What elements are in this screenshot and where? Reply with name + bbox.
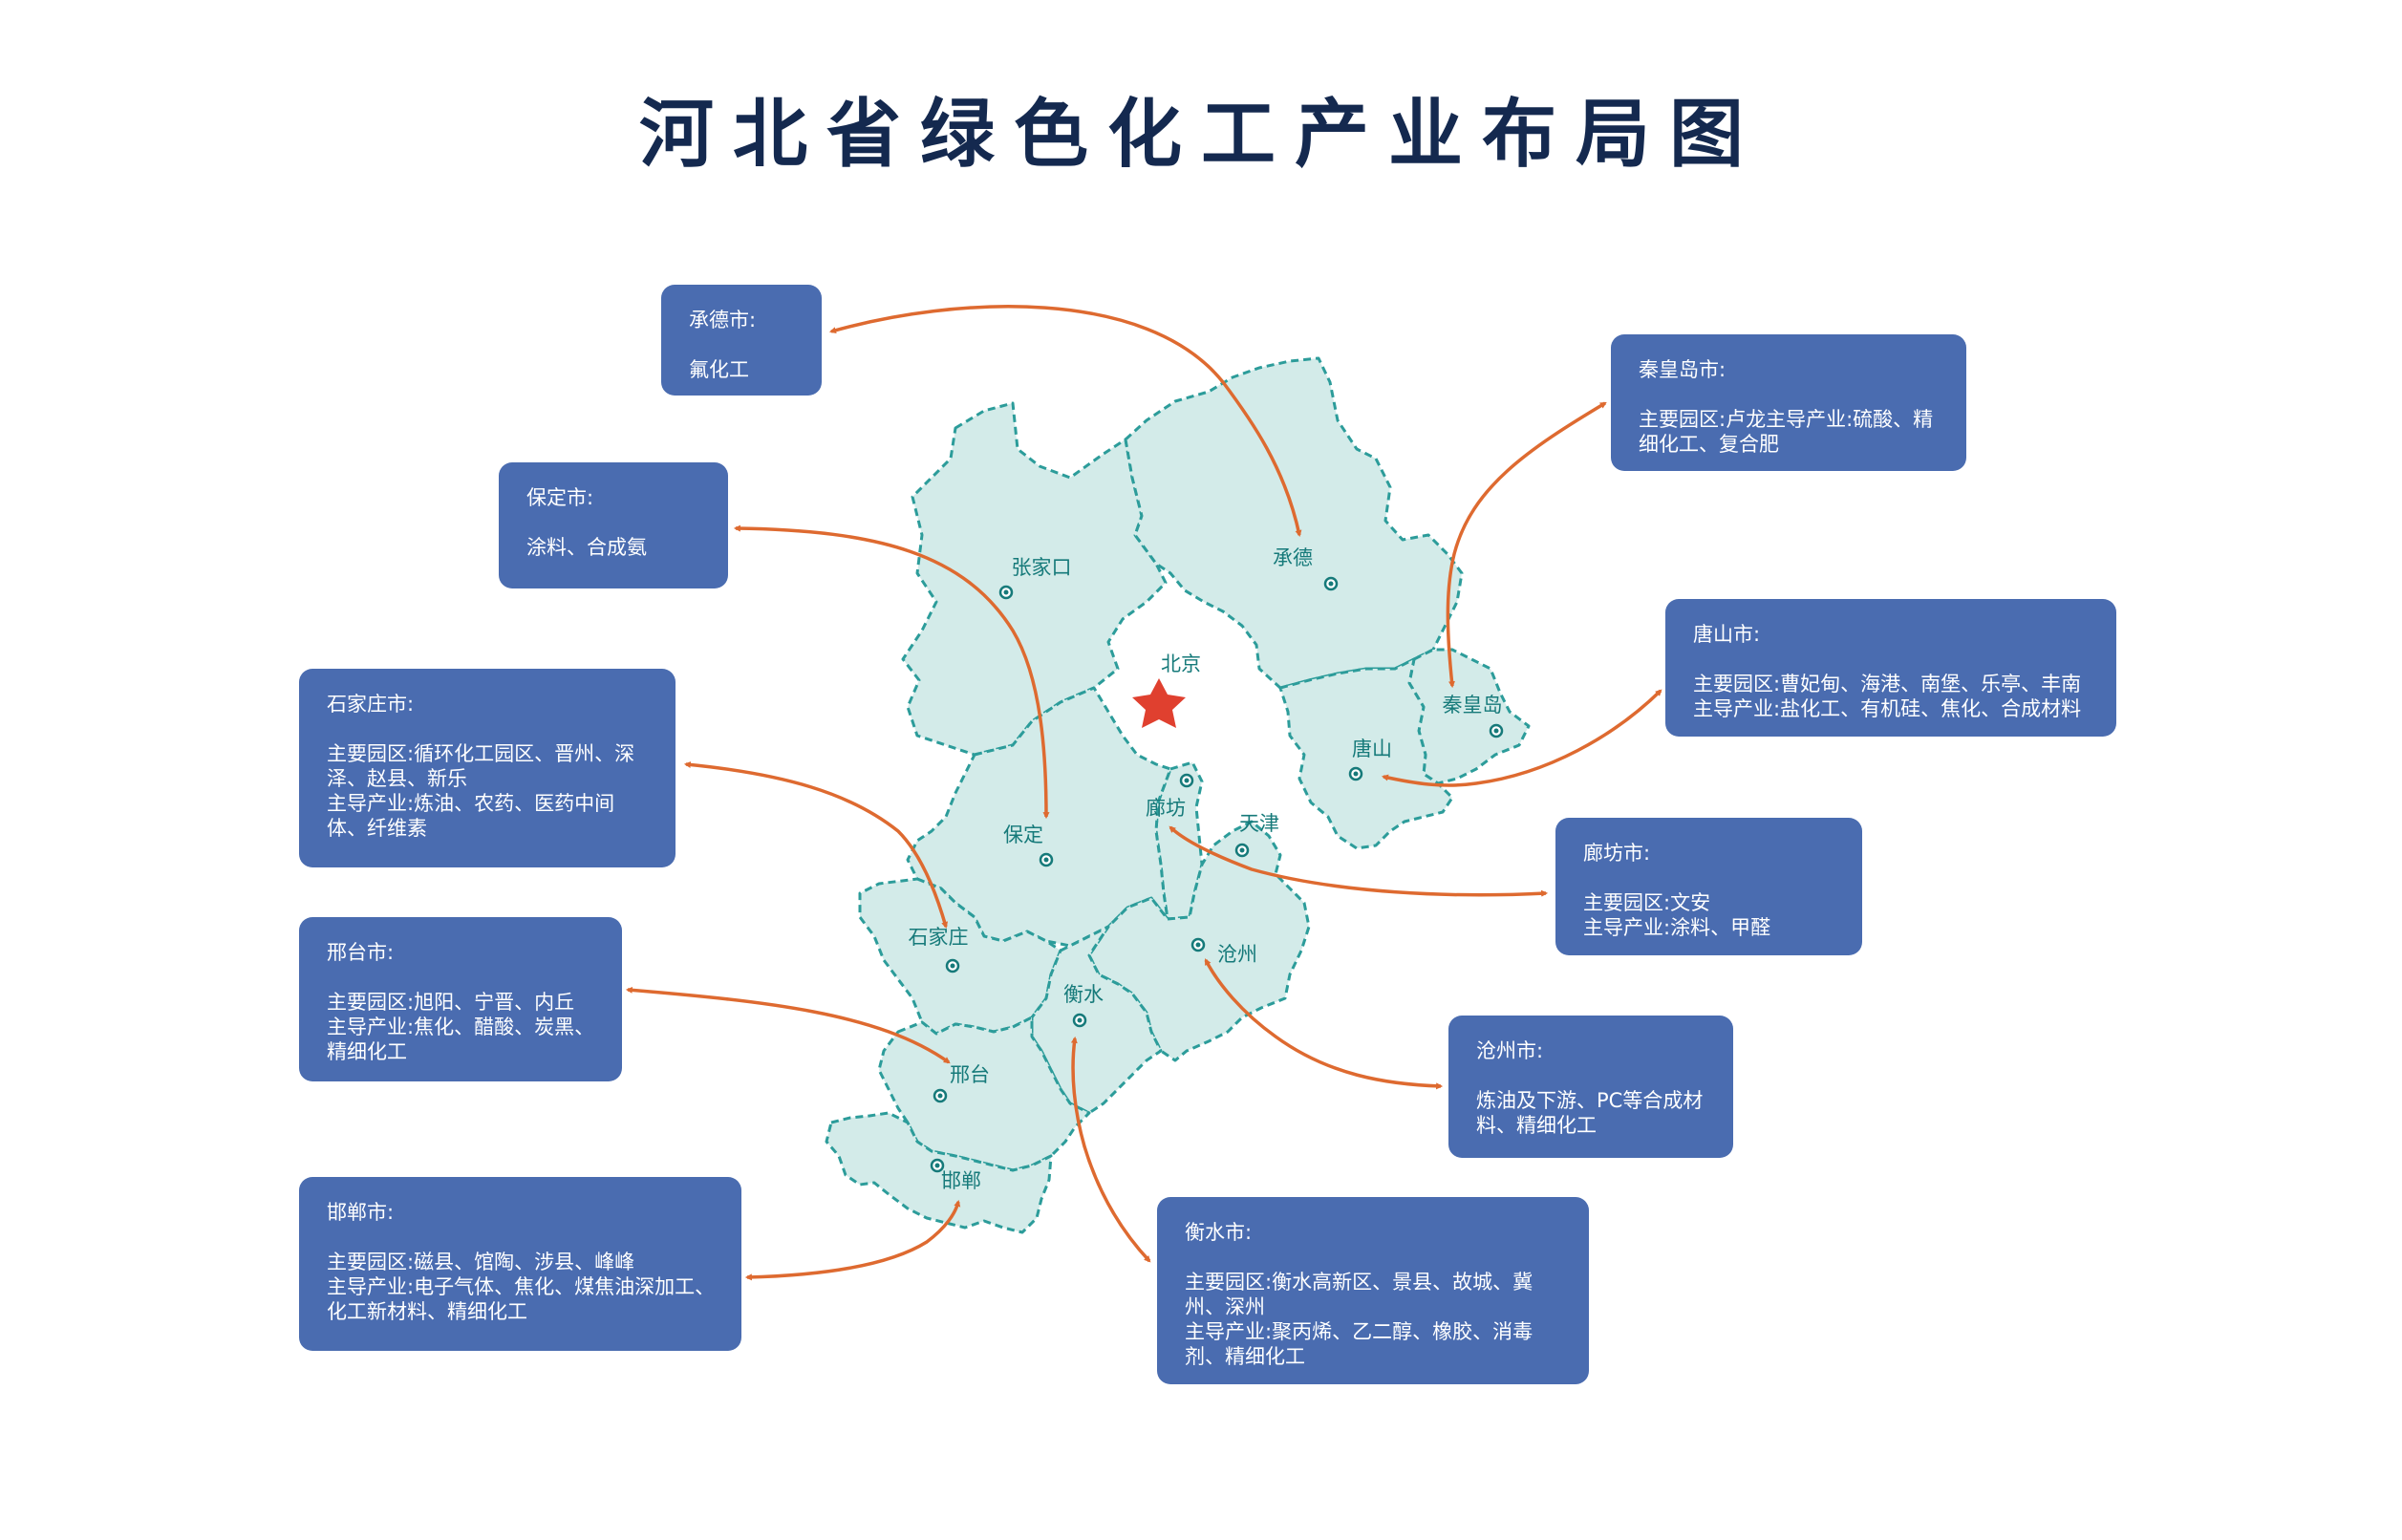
card-langfang-line-1: 主要园区:文安 (1583, 891, 1711, 914)
map-title: 河北省绿色化工产业布局图 (638, 91, 1763, 178)
label-tangshan: 唐山 (1352, 738, 1392, 760)
card-handan: 邯郸市: 主要园区:磁县、馆陶、涉县、峰峰 主导产业:电子气体、焦化、煤焦油深加… (299, 1177, 741, 1351)
region-qinhuangdao (1407, 648, 1531, 785)
label-tianjin: 天津 (1239, 812, 1279, 835)
arrow-cangzhou (1204, 958, 1444, 1090)
card-xingtai: 邢台市: 主要园区:旭阳、宁晋、内丘 主导产业:焦化、醋酸、炭黑、精细化工 (299, 917, 622, 1081)
card-shijiazhuang-line-1: 主要园区:循环化工园区、晋州、深泽、赵县、新乐 (327, 742, 635, 790)
region-chengde (1124, 356, 1464, 690)
label-shijiazhuang: 石家庄 (909, 926, 969, 949)
card-hengshui-line-1: 主要园区:衡水高新区、景县、故城、冀州、深州 (1185, 1271, 1533, 1318)
card-xingtai-title: 邢台市: (327, 941, 395, 964)
label-baoding: 保定 (1003, 823, 1043, 846)
label-hengshui: 衡水 (1063, 983, 1104, 1006)
card-hengshui-title: 衡水市: (1185, 1221, 1253, 1244)
arrow-tangshan (1381, 689, 1662, 787)
card-hengshui: 衡水市: 主要园区:衡水高新区、景县、故城、冀州、深州 主导产业:聚丙烯、乙二醇… (1157, 1197, 1589, 1384)
card-chengde-title: 承德市: (689, 309, 757, 332)
label-xingtai: 邢台 (950, 1063, 990, 1086)
arrow-baoding (733, 524, 1050, 820)
card-qinhuangdao-line: 主要园区:卢龙主导产业:硫酸、精细化工、复合肥 (1639, 408, 1934, 456)
arrow-langfang (1169, 825, 1549, 897)
label-chengde: 承德 (1273, 546, 1313, 569)
card-baoding-title: 保定市: (526, 486, 594, 509)
arrow-xingtai (625, 986, 951, 1064)
card-qinhuangdao: 秦皇岛市: 主要园区:卢龙主导产业:硫酸、精细化工、复合肥 (1611, 334, 1966, 471)
card-shijiazhuang-line-2: 主导产业:炼油、农药、医药中间体、纤维素 (327, 792, 615, 840)
card-handan-line-1: 主要园区:磁县、馆陶、涉县、峰峰 (327, 1251, 635, 1273)
card-shijiazhuang: 石家庄市: 主要园区:循环化工园区、晋州、深泽、赵县、新乐 主导产业:炼油、农药… (299, 669, 676, 867)
card-cangzhou: 沧州市: 炼油及下游、PC等合成材料、精细化工 (1448, 1016, 1733, 1158)
label-handan: 邯郸 (941, 1169, 981, 1192)
star-icon (1132, 678, 1186, 728)
arrow-shijiazhuang (683, 760, 949, 930)
region-handan (825, 1111, 1053, 1234)
label-langfang: 廊坊 (1146, 797, 1186, 820)
label-cangzhou: 沧州 (1217, 943, 1257, 966)
label-zhangjiakou: 张家口 (1012, 556, 1072, 579)
card-tangshan-title: 唐山市: (1693, 623, 1761, 646)
arrow-qinhuangdao (1446, 401, 1607, 689)
card-baoding: 保定市: 涂料、合成氨 (499, 462, 728, 588)
card-chengde: 承德市: 氟化工 (661, 285, 822, 396)
card-hengshui-line-2: 主导产业:聚丙烯、乙二醇、橡胶、消毒剂、精细化工 (1185, 1320, 1533, 1368)
arrow-handan (744, 1199, 961, 1281)
card-langfang: 廊坊市: 主要园区:文安 主导产业:涂料、甲醛 (1555, 818, 1862, 955)
card-cangzhou-line: 炼油及下游、PC等合成材料、精细化工 (1476, 1089, 1704, 1137)
card-cangzhou-title: 沧州市: (1476, 1039, 1544, 1062)
arrow-hengshui (1070, 1036, 1151, 1263)
card-chengde-line: 氟化工 (689, 358, 749, 381)
card-langfang-line-2: 主导产业:涂料、甲醛 (1583, 916, 1771, 939)
card-tangshan-line-2: 主导产业:盐化工、有机硅、焦化、合成材料 (1693, 697, 2082, 720)
region-zhangjiakou (901, 401, 1168, 757)
card-xingtai-line-1: 主要园区:旭阳、宁晋、内丘 (327, 991, 575, 1014)
arrow-chengde (828, 305, 1302, 538)
card-handan-title: 邯郸市: (327, 1201, 395, 1224)
card-handan-line-2: 主导产业:电子气体、焦化、煤焦油深加工、化工新材料、精细化工 (327, 1275, 716, 1323)
card-tangshan-line-1: 主要园区:曹妃甸、海港、南堡、乐亭、丰南 (1693, 673, 2082, 695)
card-tangshan: 唐山市: 主要园区:曹妃甸、海港、南堡、乐亭、丰南 主导产业:盐化工、有机硅、焦… (1665, 599, 2116, 737)
card-xingtai-line-2: 主导产业:焦化、醋酸、炭黑、精细化工 (327, 1016, 595, 1063)
label-qinhuangdao: 秦皇岛 (1443, 694, 1503, 717)
card-langfang-title: 廊坊市: (1583, 842, 1651, 865)
card-qinhuangdao-title: 秦皇岛市: (1639, 358, 1726, 381)
card-baoding-line: 涂料、合成氨 (526, 536, 647, 559)
label-beijing: 北京 (1161, 652, 1201, 675)
card-shijiazhuang-title: 石家庄市: (327, 693, 415, 716)
